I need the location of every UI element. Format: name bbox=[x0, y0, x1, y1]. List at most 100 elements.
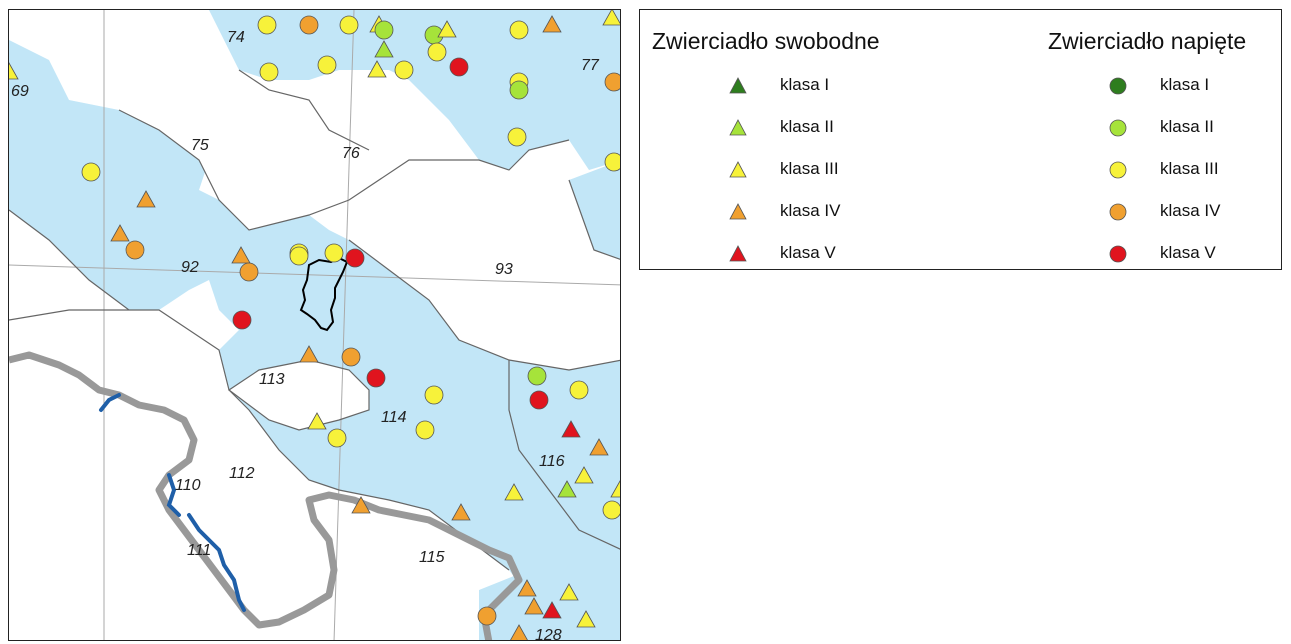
confined-monitoring-point-class-3 bbox=[394, 60, 414, 80]
legend: Zwierciadło swobodne klasa I klasa II klas… bbox=[639, 9, 1282, 270]
boundary-line bbox=[238, 69, 370, 151]
free-monitoring-point-class-3 bbox=[9, 62, 19, 80]
legend-class-label: klasa IV bbox=[1160, 201, 1221, 220]
confined-legend-row-class-2: klasa II bbox=[970, 114, 1250, 142]
region-label-115: 115 bbox=[419, 549, 445, 566]
free-monitoring-point-class-3 bbox=[367, 60, 387, 78]
aquifer-region-main bbox=[209, 215, 620, 640]
coordinate-grid bbox=[9, 10, 620, 640]
free-monitoring-point-class-3 bbox=[602, 10, 620, 26]
circle-marker-icon bbox=[1109, 161, 1127, 179]
free-monitoring-point-class-2 bbox=[557, 480, 577, 498]
confined-monitoring-point-class-3 bbox=[324, 243, 344, 263]
confined-monitoring-point-class-3 bbox=[289, 246, 309, 266]
confined-monitoring-point-class-3 bbox=[424, 385, 444, 405]
confined-monitoring-point-class-3 bbox=[415, 420, 435, 440]
triangle-marker-icon bbox=[729, 119, 747, 136]
island-93 bbox=[349, 150, 620, 370]
confined-monitoring-point-class-5 bbox=[529, 390, 549, 410]
confined-monitoring-point-class-4 bbox=[239, 262, 259, 282]
region-label-92: 92 bbox=[181, 259, 199, 276]
region-label-76: 76 bbox=[342, 145, 360, 162]
free-monitoring-point-class-5 bbox=[542, 601, 562, 619]
free-monitoring-point-class-4 bbox=[136, 190, 156, 208]
region-label-110: 110 bbox=[175, 477, 201, 494]
region-label-74: 74 bbox=[227, 29, 245, 46]
region-boundaries bbox=[9, 69, 620, 571]
circle-marker-icon bbox=[1109, 245, 1127, 263]
legend-title-free: Zwierciadło swobodne bbox=[652, 28, 880, 54]
free-monitoring-point-class-3 bbox=[307, 412, 327, 430]
free-monitoring-point-class-4 bbox=[110, 224, 130, 242]
confined-monitoring-point-class-5 bbox=[449, 57, 469, 77]
legend-class-label: klasa III bbox=[1160, 159, 1219, 178]
legend-class-label: klasa II bbox=[780, 117, 834, 136]
confined-monitoring-point-class-3 bbox=[427, 42, 447, 62]
confined-monitoring-point-class-3 bbox=[509, 20, 529, 40]
boundary-line bbox=[508, 360, 620, 550]
confined-monitoring-point-class-3 bbox=[339, 15, 359, 35]
confined-monitoring-point-class-2 bbox=[509, 80, 529, 100]
legend-title-confined: Zwierciadło napięte bbox=[1048, 28, 1247, 54]
free-monitoring-point-class-5 bbox=[561, 420, 581, 438]
river bbox=[166, 473, 181, 517]
confined-monitoring-point-class-3 bbox=[317, 55, 337, 75]
island-75 bbox=[119, 70, 369, 230]
confined-monitoring-point-class-4 bbox=[477, 606, 497, 626]
confined-monitoring-point-class-3 bbox=[81, 162, 101, 182]
region-label-112: 112 bbox=[229, 465, 255, 482]
region-label-93: 93 bbox=[495, 261, 513, 278]
free-monitoring-point-class-3 bbox=[559, 583, 579, 601]
free-legend-row-class-1: klasa I bbox=[640, 72, 920, 100]
confined-monitoring-point-class-4 bbox=[299, 15, 319, 35]
boundary-line bbox=[9, 309, 510, 571]
free-monitoring-point-class-4 bbox=[510, 624, 528, 640]
confined-monitoring-point-class-3 bbox=[604, 152, 620, 172]
free-monitoring-point-class-3 bbox=[504, 483, 524, 501]
legend-class-label: klasa V bbox=[780, 243, 836, 262]
confined-monitoring-point-class-3 bbox=[327, 428, 347, 448]
free-monitoring-point-class-4 bbox=[451, 503, 471, 521]
aquifer-region-69 bbox=[9, 40, 259, 310]
free-monitoring-point-class-4 bbox=[542, 15, 562, 33]
region-label-114: 114 bbox=[381, 409, 407, 426]
island-115 bbox=[339, 490, 509, 640]
circle-marker-icon bbox=[1109, 203, 1127, 221]
confined-monitoring-point-class-5 bbox=[345, 248, 365, 268]
circle-marker-icon bbox=[1109, 119, 1127, 137]
boundary-line bbox=[568, 179, 620, 260]
confined-monitoring-point-class-5 bbox=[232, 310, 252, 330]
river bbox=[187, 513, 246, 612]
free-monitoring-point-class-4 bbox=[351, 496, 371, 514]
confined-monitoring-point-class-4 bbox=[125, 240, 145, 260]
confined-legend-row-class-5: klasa V bbox=[970, 240, 1250, 268]
region-label-75: 75 bbox=[191, 137, 209, 154]
confined-legend-row-class-3: klasa III bbox=[970, 156, 1250, 184]
confined-monitoring-point-class-3 bbox=[602, 500, 620, 520]
monitoring-points bbox=[9, 10, 620, 640]
confined-legend-row-class-4: klasa IV bbox=[970, 198, 1250, 226]
boundary-line bbox=[9, 209, 130, 311]
confined-legend-row-class-1: klasa I bbox=[970, 72, 1250, 100]
boundary-line bbox=[118, 109, 570, 231]
state-border bbox=[9, 351, 523, 640]
triangle-marker-icon bbox=[729, 203, 747, 220]
free-monitoring-point-class-4 bbox=[517, 579, 537, 597]
confined-monitoring-point-class-2 bbox=[527, 366, 547, 386]
legend-class-label: klasa II bbox=[1160, 117, 1214, 136]
legend-class-label: klasa I bbox=[1160, 75, 1210, 94]
region-label-77: 77 bbox=[581, 57, 600, 74]
region-label-111: 111 bbox=[187, 542, 211, 559]
confined-monitoring-point-class-3 bbox=[259, 62, 279, 82]
free-legend-row-class-4: klasa IV bbox=[640, 198, 920, 226]
legend-class-label: klasa III bbox=[780, 159, 839, 178]
boundary-line bbox=[227, 359, 370, 431]
aquifer-region-77 bbox=[569, 160, 620, 260]
free-monitoring-point-class-3 bbox=[437, 20, 457, 38]
triangle-marker-icon bbox=[729, 245, 747, 262]
triangle-marker-icon bbox=[729, 77, 747, 94]
island-113 bbox=[229, 360, 369, 430]
